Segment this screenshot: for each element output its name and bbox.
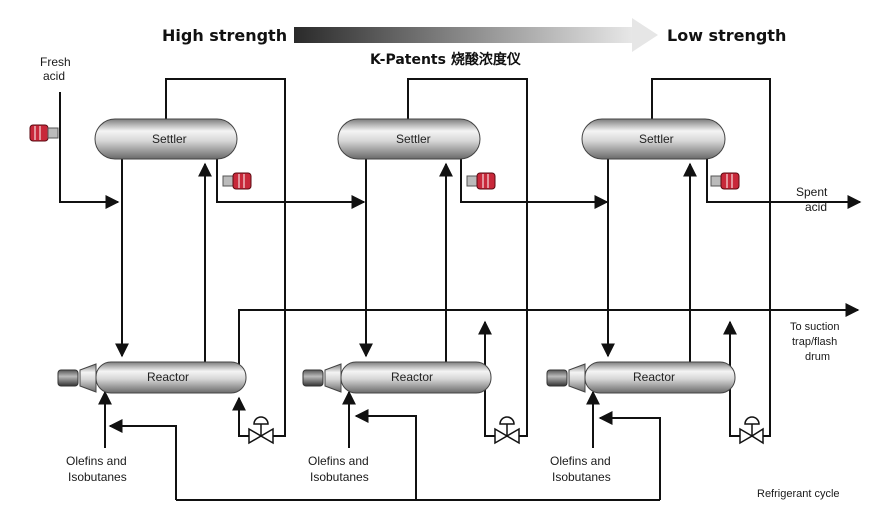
refrigerant-to-reactor3: [598, 411, 661, 500]
reactor-2: Reactor: [302, 361, 492, 394]
fresh-acid-line: [59, 92, 120, 209]
valve3-return: [723, 320, 740, 437]
settler3-recycle-loop: [651, 78, 771, 437]
reactor-2-label: Reactor: [391, 370, 433, 384]
high-strength-label: High strength: [162, 26, 287, 45]
refrigerant-cycle-label: Refrigerant cycle: [757, 488, 840, 500]
settler-1-label: Settler: [152, 132, 187, 146]
feed1-label-1: Olefins and: [66, 454, 127, 468]
valve2-return: [478, 320, 495, 437]
reactor-1: Reactor: [57, 361, 247, 394]
settler1-recycle-loop: [165, 78, 286, 437]
low-strength-label: Low strength: [667, 26, 786, 45]
settler2-recycle-loop: [407, 78, 528, 437]
feed2-label-2: Isobutanes: [310, 470, 369, 484]
strength-gradient-arrow: [294, 18, 658, 52]
suction-label-1: To suction: [790, 321, 840, 333]
settler-2: Settler: [337, 118, 481, 160]
refrigerant-to-reactor1: [108, 419, 177, 500]
spent-acid-line: [706, 158, 862, 209]
reactor-1-label: Reactor: [147, 370, 189, 384]
feed3-label-1: Olefins and: [550, 454, 611, 468]
spent-acid-label-2: acid: [805, 200, 827, 214]
settler-3-label: Settler: [639, 132, 674, 146]
control-valve-2-icon: [494, 416, 520, 445]
stage2-to-stage3: [460, 158, 609, 209]
control-valve-1-icon: [248, 416, 274, 445]
settler-2-label: Settler: [396, 132, 431, 146]
sensor-stage1-icon: [222, 172, 252, 190]
sensor-stage2-icon: [466, 172, 496, 190]
brand-label: K-Patents 烧酸浓度仪: [370, 51, 522, 68]
feed3-label-2: Isobutanes: [552, 470, 611, 484]
feed2-label-1: Olefins and: [308, 454, 369, 468]
suction-label-2: trap/flash: [792, 336, 837, 348]
stage1-to-stage2: [216, 158, 366, 209]
sensor-stage3-icon: [710, 172, 740, 190]
feed1-label-2: Isobutanes: [68, 470, 127, 484]
settler-3: Settler: [581, 118, 726, 160]
control-valve-3-icon: [739, 416, 764, 445]
fresh-acid-label-1: Fresh: [40, 55, 71, 69]
suction-header: [238, 303, 860, 388]
suction-label-3: drum: [805, 351, 830, 363]
refrigerant-to-reactor2: [354, 409, 417, 500]
valve1-return: [232, 396, 249, 437]
spent-acid-label-1: Spent: [796, 185, 828, 199]
reactor-3-label: Reactor: [633, 370, 675, 384]
fresh-acid-label-2: acid: [43, 69, 65, 83]
settler-1: Settler: [94, 118, 238, 160]
reactor-3: Reactor: [546, 361, 736, 394]
sensor-fresh-acid-icon: [29, 124, 59, 142]
